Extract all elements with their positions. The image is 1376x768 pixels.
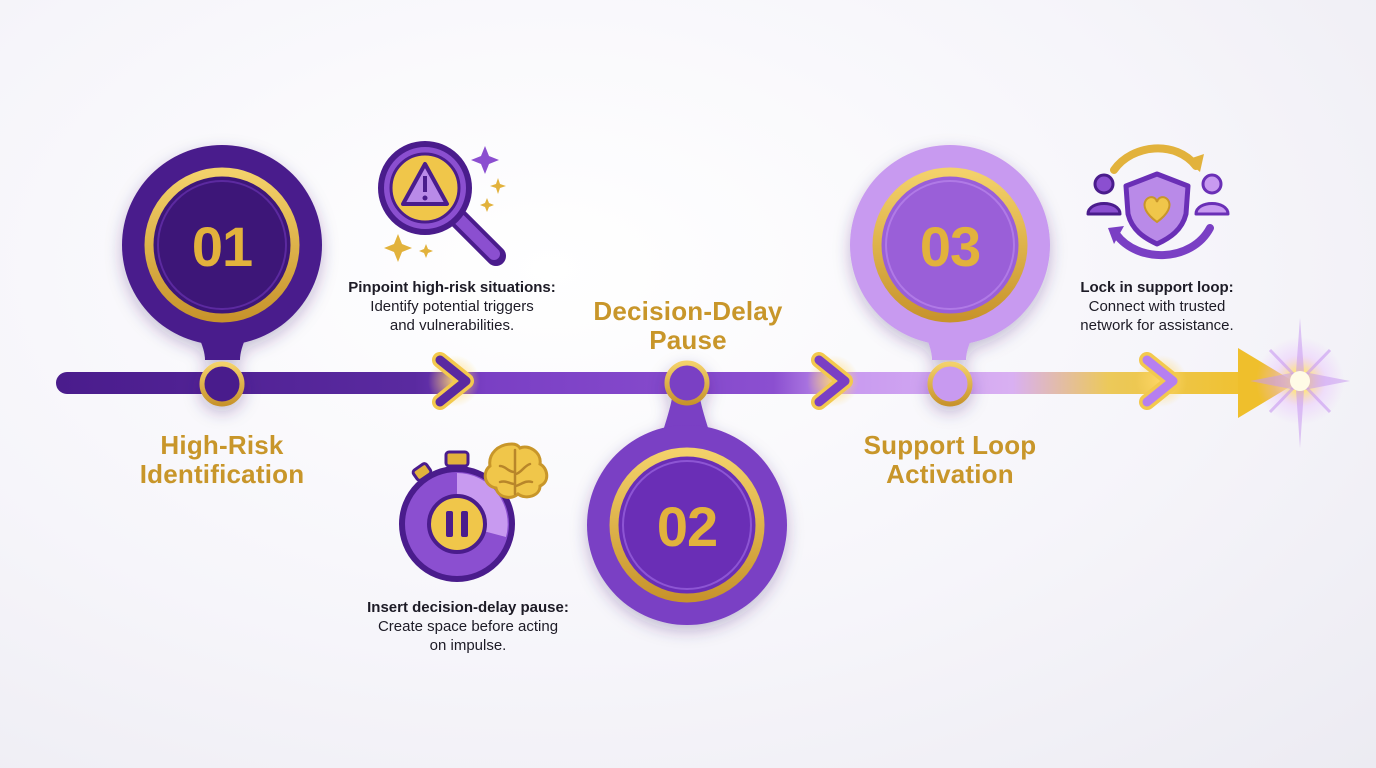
step-1-description: Pinpoint high-risk situations: Identify … — [322, 278, 582, 335]
step-3-description-lead: Lock in support loop: — [1080, 279, 1234, 296]
step-2-description: Insert decision-delay pause: Create spac… — [338, 598, 598, 655]
step-3-title-line2: Activation — [886, 459, 1014, 489]
step-2-title-line2: Pause — [649, 325, 727, 355]
chevron-right-icon — [1135, 352, 1187, 410]
stopwatch-brain-icon — [399, 442, 549, 582]
step-number: 01 — [192, 215, 252, 278]
step-number: 02 — [657, 495, 717, 558]
step-number: 03 — [920, 215, 980, 278]
step-3-description-body: Connect with trusted network for assista… — [1080, 298, 1234, 334]
sparkle-burst-icon — [1250, 318, 1350, 448]
step-1-title: High-Risk Identification — [102, 431, 342, 489]
step-1-description-body: Identify potential triggers and vulnerab… — [370, 298, 534, 334]
step-3-title-line1: Support Loop — [863, 430, 1037, 460]
step-1-marker — [122, 145, 322, 407]
step-2-title: Decision-Delay Pause — [568, 297, 808, 355]
step-3-description: Lock in support loop: Connect with trust… — [1027, 278, 1287, 335]
magnifier-warning-icon — [378, 141, 506, 266]
chevron-right-icon — [428, 352, 480, 410]
step-2-marker — [587, 360, 787, 625]
support-loop-shield-icon — [1086, 144, 1230, 259]
step-1-description-lead: Pinpoint high-risk situations: — [348, 279, 556, 296]
step-2-description-lead: Insert decision-delay pause: — [367, 599, 569, 616]
step-1-title-line1: High-Risk — [160, 430, 284, 460]
chevron-right-icon — [807, 352, 859, 410]
step-3-marker — [850, 145, 1050, 407]
step-3-title: Support Loop Activation — [830, 431, 1070, 489]
brain-icon — [483, 442, 549, 499]
step-1-title-line2: Identification — [139, 459, 305, 489]
step-2-title-line1: Decision-Delay — [593, 296, 783, 326]
step-2-description-body: Create space before acting on impulse. — [377, 618, 559, 654]
